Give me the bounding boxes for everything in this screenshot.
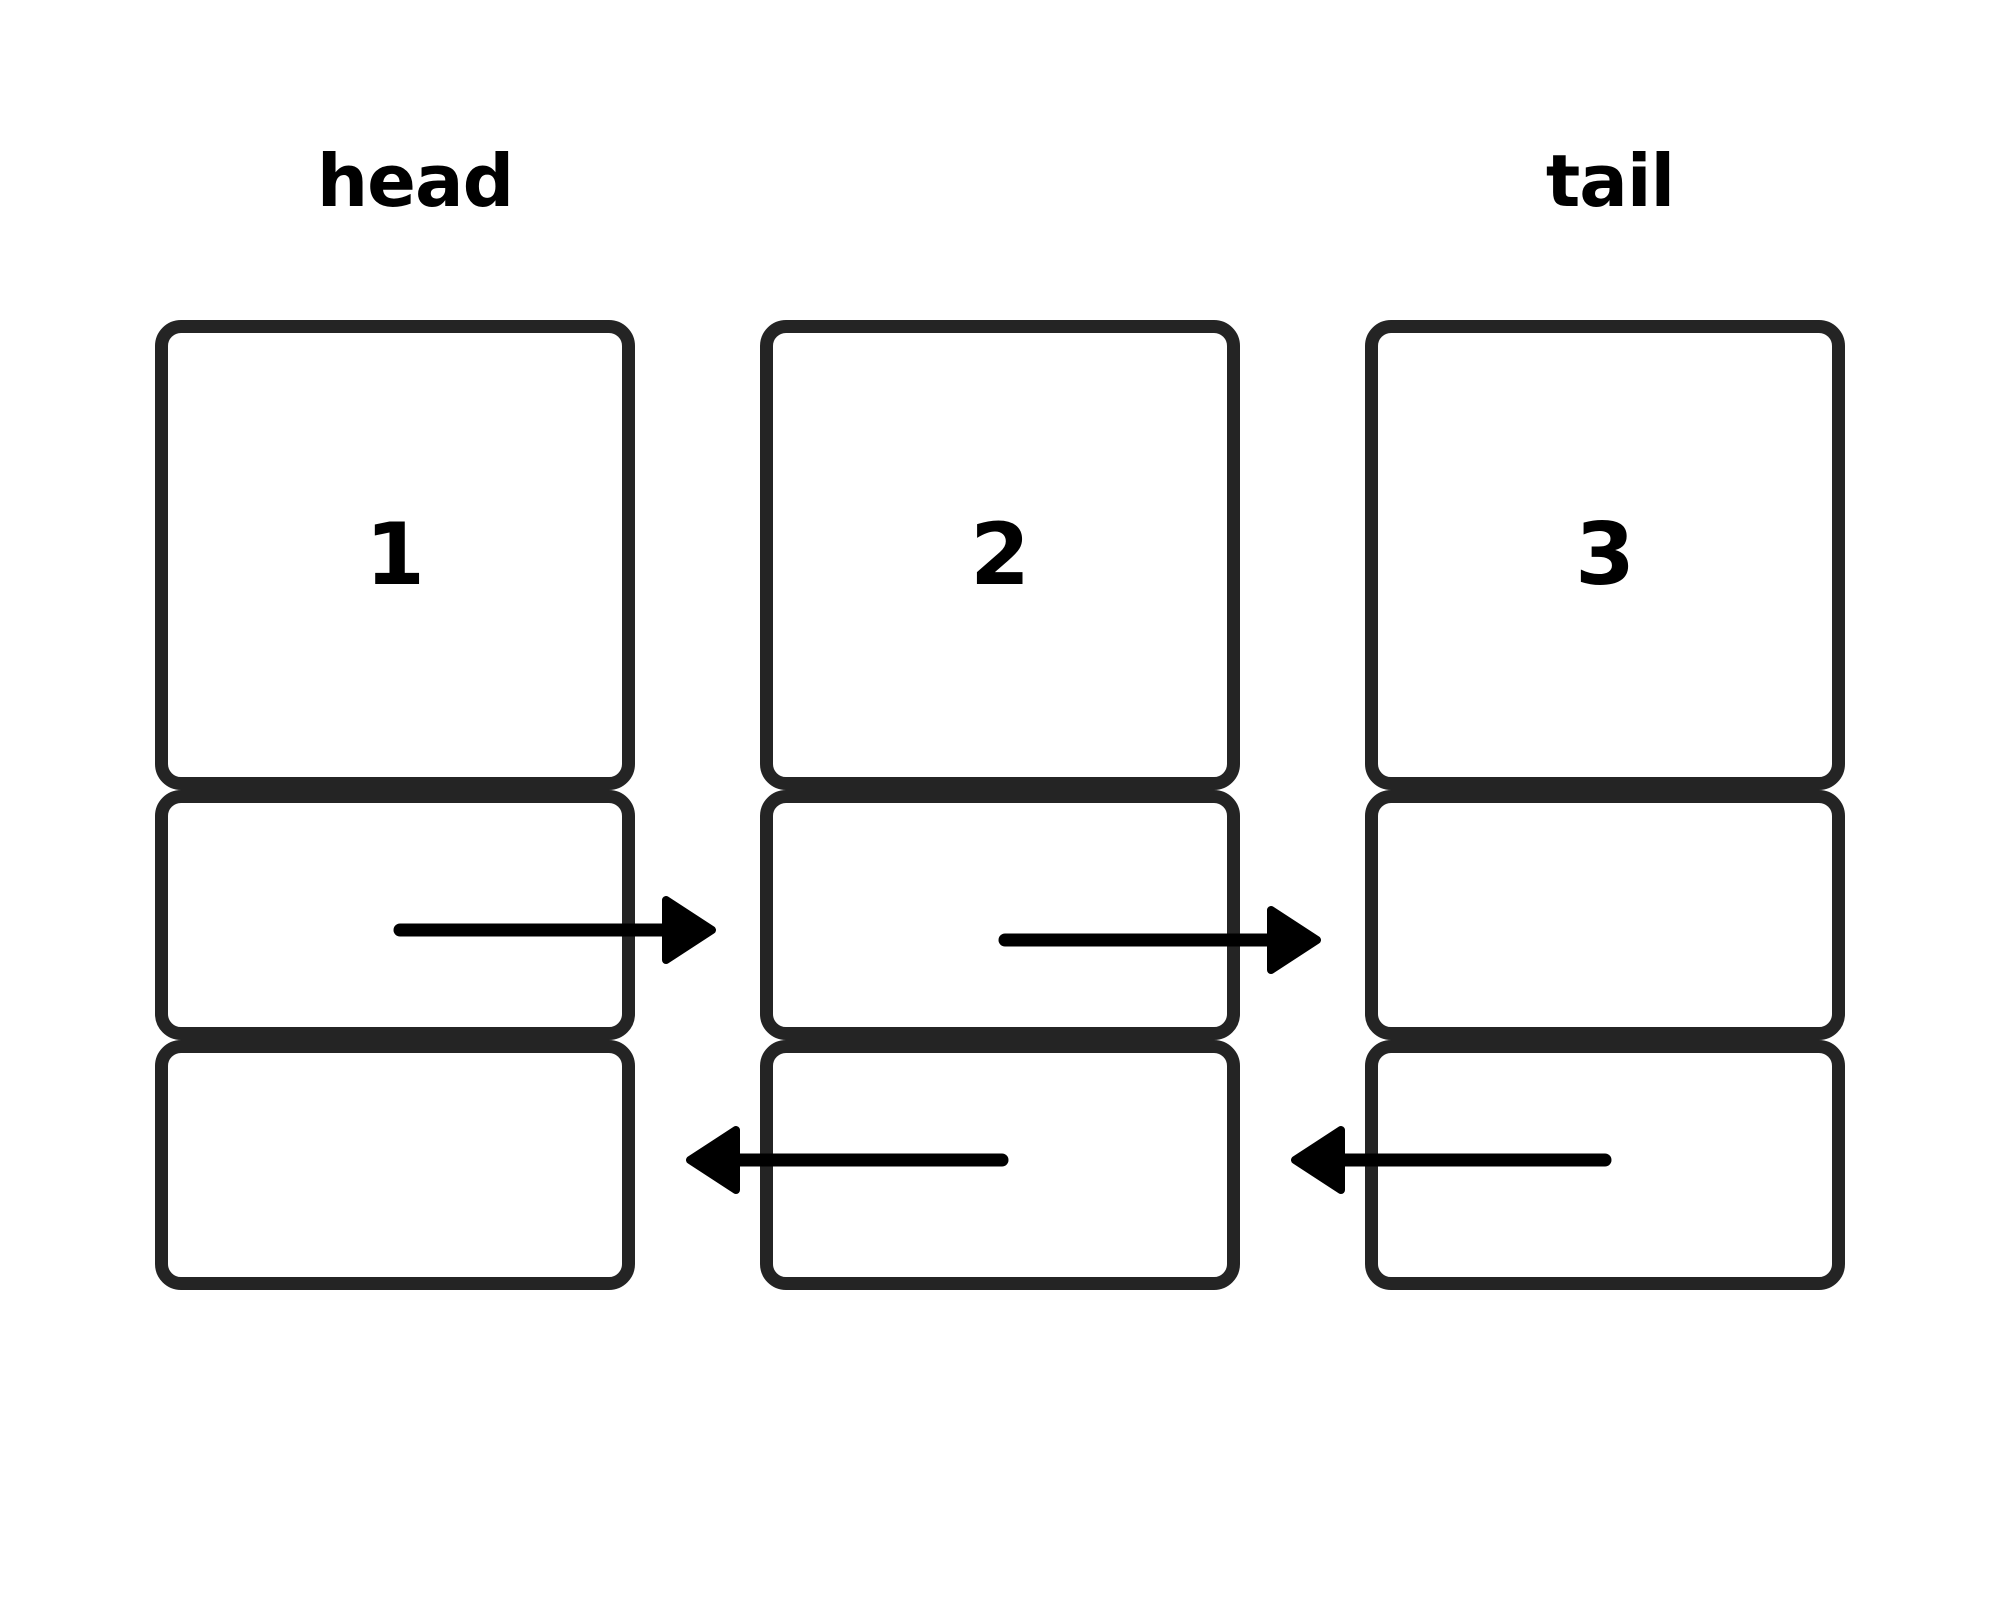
node-3-value-text: 3 xyxy=(1575,505,1635,605)
node-3-next-cell xyxy=(1365,790,1845,1040)
prev-3-to-2-head xyxy=(1291,1126,1345,1194)
node-1-value-cell: 1 xyxy=(155,320,635,790)
node-2-next-cell xyxy=(760,790,1240,1040)
node-2-prev-cell xyxy=(760,1040,1240,1290)
next-1-to-2-head xyxy=(662,896,716,964)
next-2-to-3-head xyxy=(1267,906,1321,974)
node-1-prev-cell xyxy=(155,1040,635,1290)
node-2-value-cell: 2 xyxy=(760,320,1240,790)
tail-label-text: tail xyxy=(1545,139,1675,223)
node-1-next-cell xyxy=(155,790,635,1040)
tail-label: tail xyxy=(1360,145,1860,217)
prev-2-to-1-head xyxy=(686,1126,740,1194)
node-2-value-text: 2 xyxy=(970,505,1030,605)
head-label-text: head xyxy=(316,139,514,223)
head-label: head xyxy=(165,145,665,217)
node-3-value-cell: 3 xyxy=(1365,320,1845,790)
node-3-prev-cell xyxy=(1365,1040,1845,1290)
node-1-value-text: 1 xyxy=(365,505,425,605)
